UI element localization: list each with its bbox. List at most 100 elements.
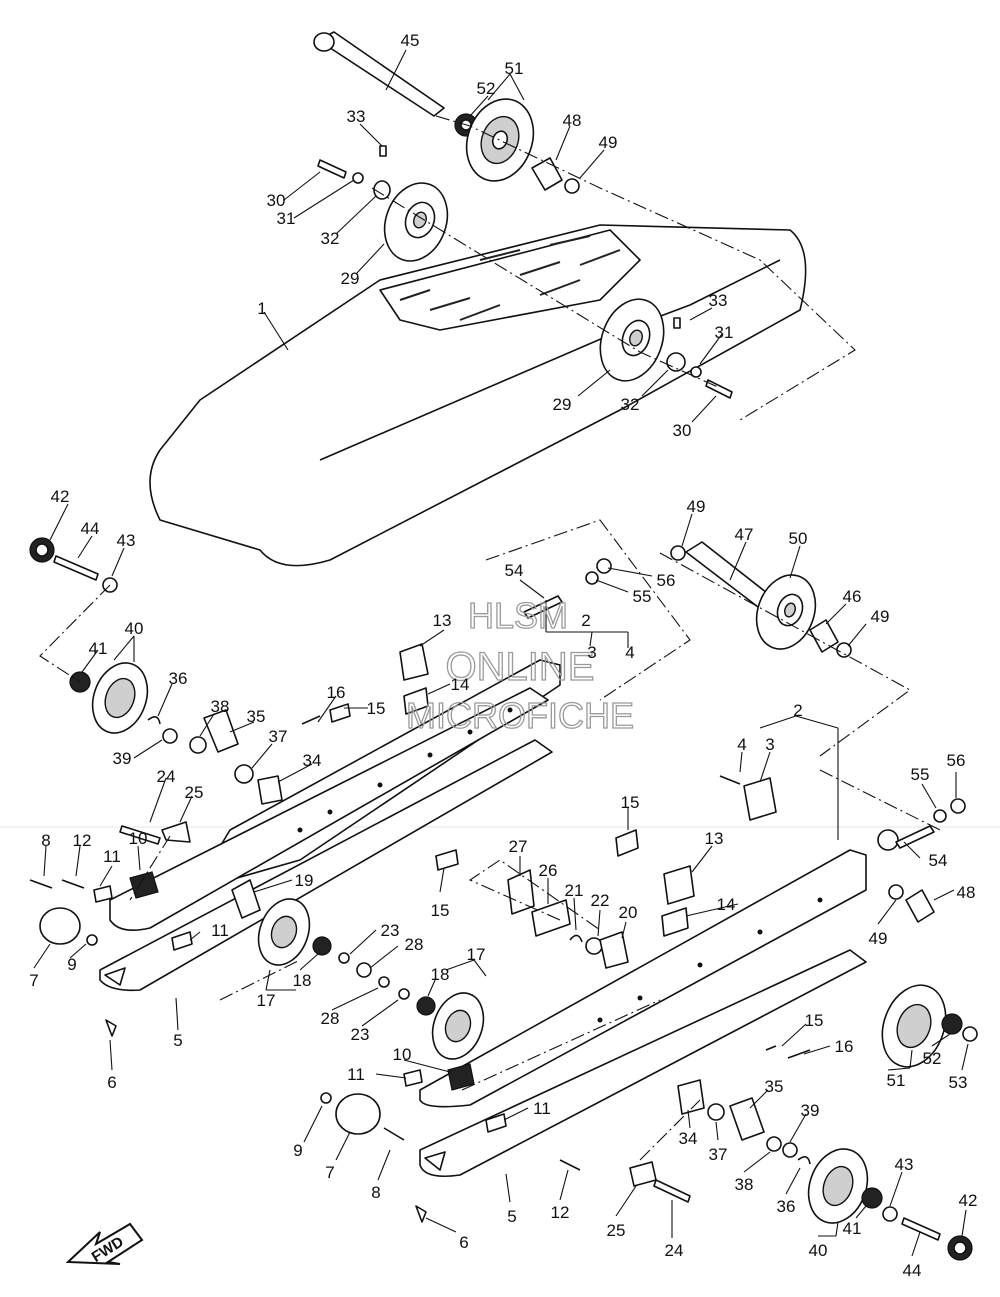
bolt-44-left [53,555,99,581]
callout-label: 52 [477,79,496,98]
callout-label: 10 [393,1045,412,1064]
callout-label: 49 [599,133,618,152]
slide-rail-left-mid [109,687,549,931]
bushing-20 [599,931,629,969]
bumper-7-left [39,907,81,945]
callout-label: 46 [843,587,862,606]
callout-label: 54 [929,851,948,870]
callout-label: 11 [211,921,229,940]
callout-label: 56 [657,571,676,590]
assembly-lines [39,115,941,1161]
callout-label: 31 [715,323,734,342]
washer-9-right [320,1092,332,1104]
callout-label: 34 [679,1129,698,1148]
washer-31-belt [690,366,702,378]
clip-36-left [147,716,161,725]
callout-label: 6 [107,1073,116,1092]
nut-49-right [888,884,904,900]
slide-rail-right-lower [419,949,867,1178]
bolt-30-top [317,159,347,179]
callout-label: 21 [565,881,584,900]
callout-label: 44 [81,519,100,538]
bearing-18-center [416,996,436,1016]
washer-31-top [352,172,364,184]
washer-43-right [882,1206,898,1222]
callout-label: 22 [591,891,610,910]
callout-label: 39 [113,749,132,768]
callout-label: 13 [705,829,724,848]
watermark-line2: ONLINE [446,645,595,689]
callout-label: 8 [371,1183,380,1202]
spacer-32-belt [666,352,686,372]
callout-label: 36 [169,669,188,688]
callout-label: 17 [467,945,486,964]
callout-label: 40 [125,619,144,638]
nut-56-upper [596,558,612,574]
block-35-left [203,709,239,753]
watermark-line1: HLSM [468,595,568,636]
callout-label: 56 [947,751,966,770]
setscrew-33-belt [673,317,681,329]
slider-13-left [399,643,429,681]
callout-label: 38 [211,697,230,716]
washer-9-left [86,934,98,946]
rivet-16-right [787,1049,811,1059]
callout-label: 15 [431,901,450,920]
callout-label: 32 [621,395,640,414]
ring-37-right [707,1103,725,1121]
bolt-30-belt [705,379,733,399]
callout-label: 42 [51,487,70,506]
washer-39-left [162,728,178,744]
bracket-3-right [743,777,777,821]
collar-48-top [531,157,563,191]
callout-label: 30 [267,191,286,210]
callout-label: 44 [903,1261,922,1280]
callout-label: 33 [347,107,366,126]
callout-label: 36 [777,1197,796,1216]
bolt-54-right [877,829,899,851]
callout-label: 26 [539,861,558,880]
bolt-54-upper [523,595,563,619]
callout-label: 16 [327,683,346,702]
callout-label: 28 [321,1009,340,1028]
callout-labels: 45 51 52 33 48 49 30 31 32 29 1 33 31 29… [29,31,977,1280]
callout-label: 2 [581,611,590,630]
callout-label: 7 [29,971,38,990]
callout-label: 23 [351,1025,370,1044]
top-shaft-assembly [313,31,580,262]
watermark-line3: MICROFICHE [406,695,634,736]
clip-36-right [797,1156,811,1165]
rivet-4-right [719,775,741,785]
ring-37-left [234,764,254,784]
callout-label: 47 [735,525,754,544]
callout-label: 18 [293,971,312,990]
clip-15-right [615,829,639,857]
bumper-7-right [335,1093,381,1135]
washer-23-left [338,952,350,964]
nut-53-right [962,1026,978,1042]
bracket-27 [507,869,535,915]
callout-label: 31 [277,209,296,228]
callout-label: 50 [789,529,808,548]
callout-label: 35 [765,1077,784,1096]
washer-39-right [782,1142,798,1158]
ring-38-right [766,1136,782,1152]
washer-55-upper [585,571,599,585]
rivet-16-left [301,715,321,725]
nut-49-upper [670,545,686,561]
clip-21 [569,934,583,943]
callout-label: 11 [103,847,121,866]
callout-label: 15 [621,793,640,812]
washer-55-right [933,809,947,823]
bushing-34-right [677,1079,705,1115]
screw-6-right [415,1205,427,1223]
nut-56-right [950,798,966,814]
spacer-32-top [373,180,391,200]
callout-label: 6 [459,1233,468,1252]
screw-6-left [105,1019,117,1037]
left-rear-wheel-group [29,537,283,845]
slider-14-left [403,687,429,715]
callout-label: 9 [67,955,76,974]
shaft-45 [317,31,445,117]
runner-tip-left [104,967,126,986]
